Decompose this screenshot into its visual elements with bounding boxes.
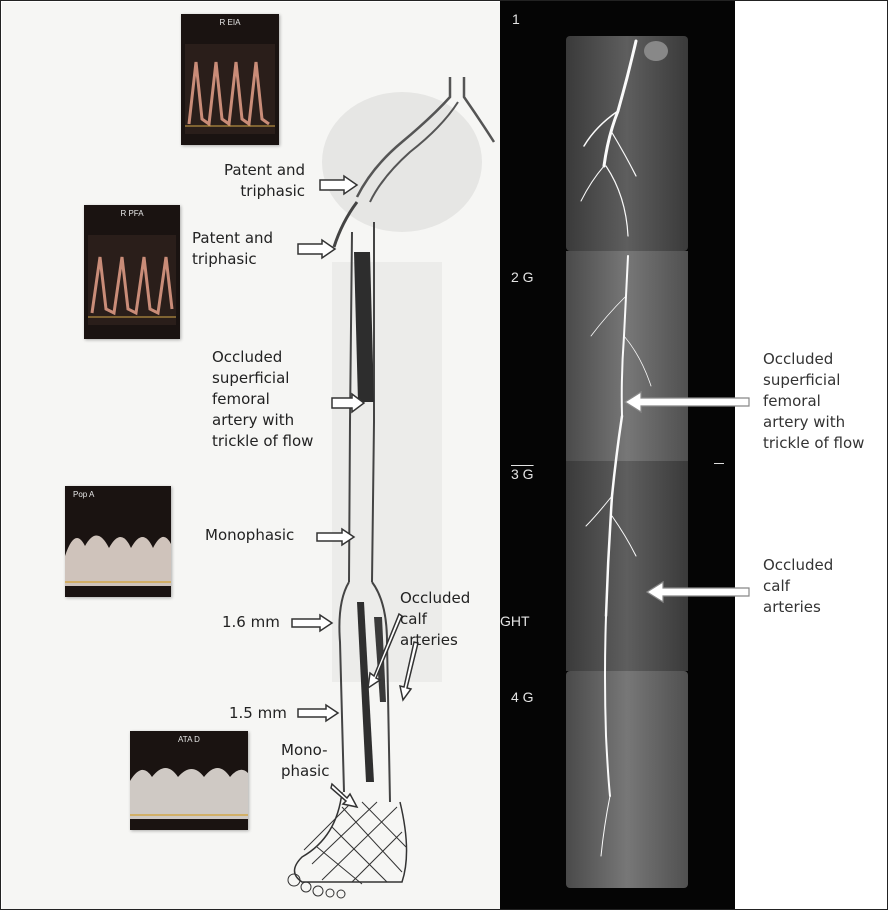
annotation-diameter-lower: 1.5 mm [229,703,287,724]
right-annotation-calf-line3: arteries [763,597,833,618]
right-annotation-sfa-line1: Occluded [763,349,864,370]
annotation-diameter-upper: 1.6 mm [222,612,280,633]
annotation-calf-line1: Occluded [400,588,470,609]
right-annotation-panel: Occluded superficial femoral artery with… [735,1,888,910]
right-annotation-sfa-line2: superficial [763,370,864,391]
angiogram-image [566,36,688,888]
doppler-pfa: R PFA [84,205,180,339]
right-annotation-sfa-line3: femoral [763,391,864,412]
annotation-calf-line2: calf [400,609,470,630]
doppler-ata-waveform [130,731,248,830]
annotation-ata-line1: Mono- [281,740,329,761]
segment-label-1: 1 [512,11,520,27]
segment-label-4: 4 G [511,689,534,705]
right-annotation-calf-line2: calf [763,576,833,597]
annotation-eia-line2: triphasic [224,181,305,202]
doppler-eia: R EIA [181,14,279,145]
doppler-ata: ATA D [130,731,248,830]
right-annotation-calf: Occluded calf arteries [763,555,833,618]
right-annotation-sfa-line4: artery with [763,412,864,433]
doppler-pfa-waveform [84,205,180,339]
annotation-pop: Monophasic [205,525,294,546]
right-annotation-sfa: Occluded superficial femoral artery with… [763,349,864,454]
annotation-calf-line3: arteries [400,630,470,651]
annotation-eia: Patent and triphasic [224,160,305,202]
annotation-sfa-line1: Occluded [212,347,313,368]
annotation-ata-line2: phasic [281,761,329,782]
annotation-pfa: Patent and triphasic [192,228,273,270]
annotation-sfa: Occluded superficial femoral artery with… [212,347,313,452]
doppler-pop-waveform [65,486,171,597]
annotation-ata: Mono- phasic [281,740,329,782]
annotation-sfa-line4: artery with [212,410,313,431]
annotation-calf: Occluded calf arteries [400,588,470,651]
segment-label-3: 3 G [511,466,534,482]
tick-mark [714,463,724,464]
doppler-eia-waveform [181,14,279,145]
schematic-panel: R EIA R PFA Pop A ATA D [2,2,500,910]
annotation-eia-line1: Patent and [224,160,305,181]
right-annotation-calf-line1: Occluded [763,555,833,576]
annotation-pfa-line1: Patent and [192,228,273,249]
annotation-sfa-line2: superficial [212,368,313,389]
annotation-sfa-line5: trickle of flow [212,431,313,452]
right-annotation-sfa-line5: trickle of flow [763,433,864,454]
segment-label-2: 2 G [511,269,534,285]
annotation-sfa-line3: femoral [212,389,313,410]
annotation-pfa-line2: triphasic [192,249,273,270]
segment-label-ght: GHT [500,613,530,629]
doppler-pop: Pop A [65,486,171,597]
